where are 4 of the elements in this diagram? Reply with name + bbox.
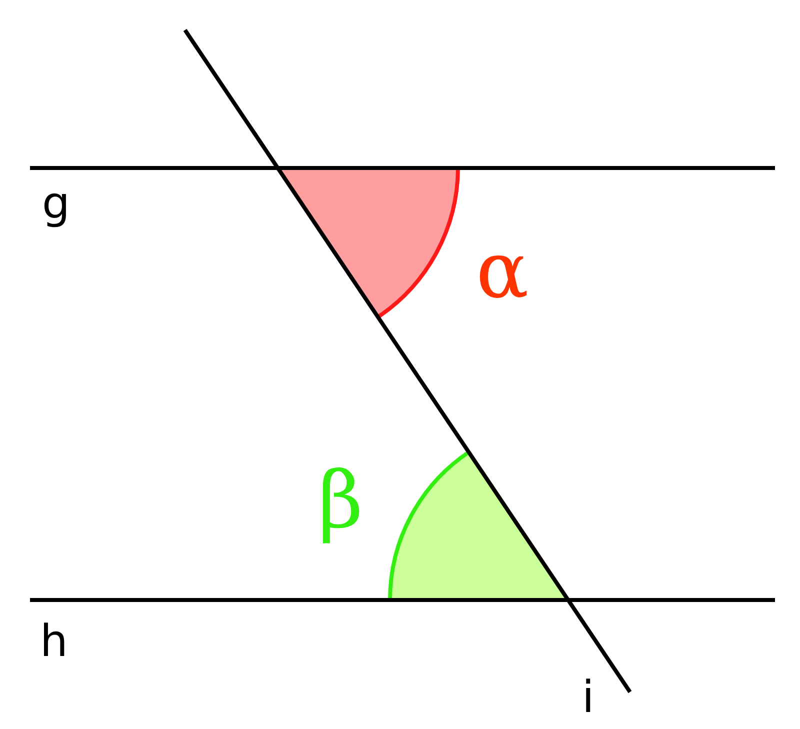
line-label: i (582, 676, 594, 720)
line-label: g (42, 182, 70, 226)
angle-label: α (476, 232, 529, 310)
line-label: h (40, 620, 68, 664)
